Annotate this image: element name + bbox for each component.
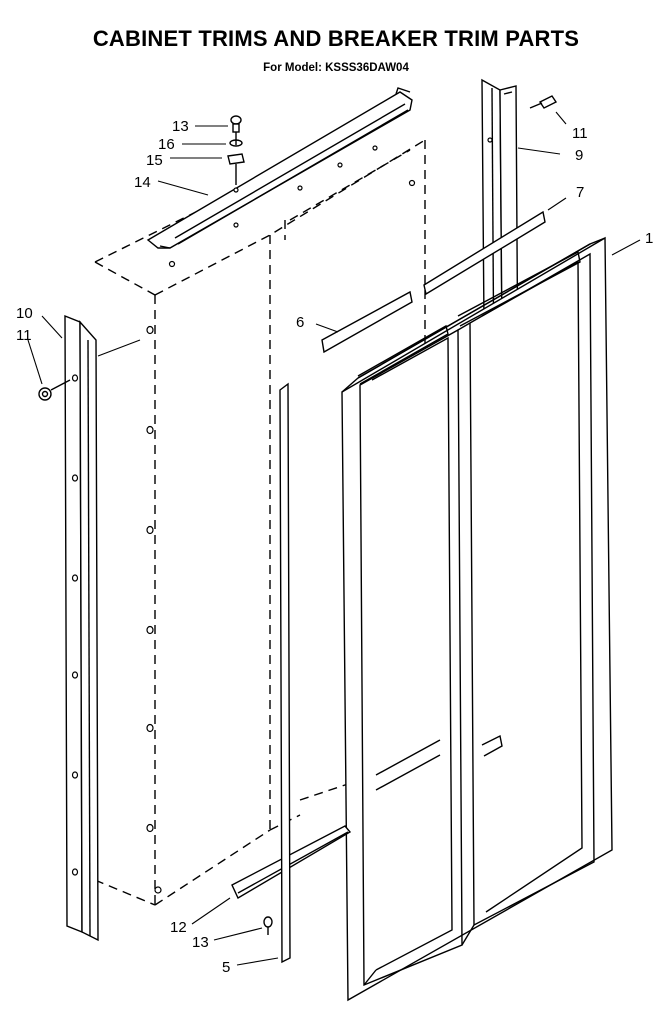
callout-11-left: 11 bbox=[16, 327, 32, 344]
bottom-trim-screw bbox=[263, 916, 273, 935]
cabinet-holes bbox=[146, 145, 416, 894]
callout-5: 5 bbox=[222, 959, 230, 976]
callout-1: 1 bbox=[645, 230, 653, 247]
breaker-strip-lower bbox=[321, 290, 413, 354]
front-breaker-frame bbox=[341, 236, 613, 1002]
callout-9: 9 bbox=[575, 147, 583, 164]
leader-lines bbox=[27, 111, 641, 966]
breaker-strip-upper bbox=[423, 210, 546, 296]
left-trim-screw bbox=[38, 379, 71, 401]
callout-15: 15 bbox=[146, 152, 163, 169]
screw-hardware-top bbox=[227, 115, 245, 228]
vertical-breaker-strip bbox=[279, 382, 291, 964]
callout-11-right: 11 bbox=[572, 125, 588, 142]
top-breaker-trim bbox=[146, 87, 413, 249]
callout-13-bottom: 13 bbox=[192, 934, 209, 951]
left-cabinet-trim bbox=[64, 314, 141, 942]
callout-13-top: 13 bbox=[172, 118, 189, 135]
model-subtitle: For Model: KSSS36DAW04 bbox=[263, 62, 409, 74]
right-trim-screw bbox=[529, 95, 558, 109]
callout-6: 6 bbox=[296, 314, 304, 331]
callout-12: 12 bbox=[170, 919, 187, 936]
callout-16: 16 bbox=[158, 136, 175, 153]
bottom-breaker-trim bbox=[231, 825, 352, 899]
callout-14: 14 bbox=[134, 174, 151, 191]
callout-7: 7 bbox=[576, 184, 584, 201]
callout-10: 10 bbox=[16, 305, 33, 322]
diagram-title: CABINET TRIMS AND BREAKER TRIM PARTS bbox=[92, 26, 580, 51]
